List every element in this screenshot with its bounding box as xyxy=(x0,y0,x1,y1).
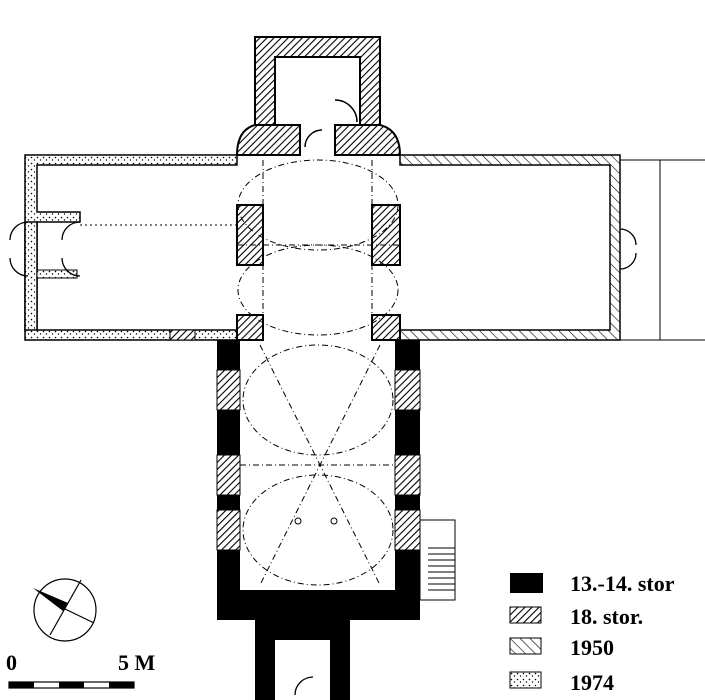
scale-start-label: 0 xyxy=(6,650,17,675)
legend-label: 1950 xyxy=(570,635,614,660)
right-wing xyxy=(399,154,705,341)
scale-bar: 0 5 M xyxy=(6,650,156,689)
left-wing xyxy=(9,154,238,341)
legend-label: 13.-14. stor xyxy=(570,571,675,596)
crossing xyxy=(236,159,401,341)
legend-label: 18. stor. xyxy=(570,604,643,629)
nave xyxy=(216,340,456,700)
legend-label: 1974 xyxy=(570,670,614,695)
door-swing-icon xyxy=(334,99,358,123)
stairs xyxy=(419,519,456,601)
legend-swatch-13-14c xyxy=(510,573,543,593)
north-arrow-icon xyxy=(33,578,97,642)
door-swing-icon xyxy=(304,129,323,148)
legend: 13.-14. stor 18. stor. 1950 1974 xyxy=(509,571,675,695)
legend-swatch-18c xyxy=(509,606,542,624)
legend-swatch-1950 xyxy=(509,637,542,655)
legend-swatch-1974 xyxy=(509,671,542,689)
scale-end-label: 5 M xyxy=(118,650,156,675)
tower xyxy=(235,36,402,156)
